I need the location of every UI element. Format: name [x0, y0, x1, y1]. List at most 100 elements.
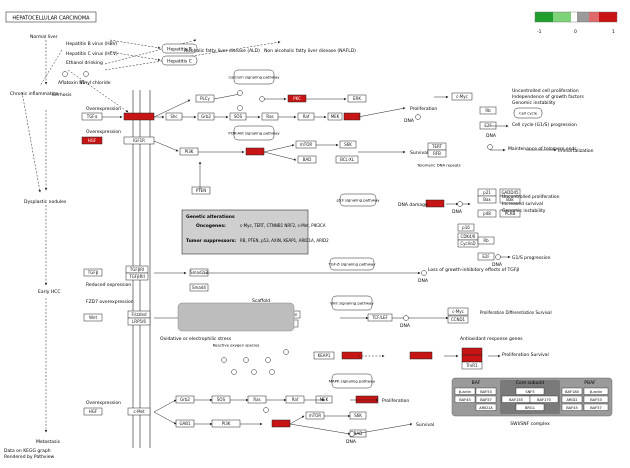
gene-node-e2f1[interactable]: E2F [479, 121, 497, 130]
swisnf-subunit[interactable]: SNF5 [515, 387, 545, 395]
pathway-box[interactable] [233, 69, 275, 85]
pathway-node[interactable]: MAPK signaling pathway [329, 373, 376, 389]
pathway-node[interactable]: Reactive oxygen species [208, 340, 264, 350]
gene-box[interactable] [271, 419, 291, 428]
gene-node-pi3k1[interactable]: PI3K [179, 147, 199, 156]
gene-box[interactable] [461, 361, 483, 370]
gene-box[interactable] [195, 94, 215, 103]
pathway-box[interactable] [331, 295, 373, 311]
gene-box[interactable] [81, 112, 103, 121]
gene-node-cdk46[interactable]: CDK4/6 [457, 232, 479, 241]
swisnf-box[interactable] [561, 395, 583, 403]
gene-box[interactable] [297, 112, 315, 121]
gene-node-sos1[interactable]: SOS [229, 112, 247, 121]
gene-node-pi3k2[interactable]: PI3K [211, 419, 241, 428]
pathway-node[interactable]: Cell cycle [513, 107, 543, 119]
gene-box[interactable] [305, 411, 325, 420]
gene-box[interactable] [175, 395, 195, 404]
swisnf-box[interactable] [529, 395, 559, 403]
gene-node-cmyc2[interactable]: c-Myc [447, 307, 469, 316]
swisnf-box[interactable] [561, 403, 583, 411]
gene-node-hgf[interactable]: HGF [81, 136, 103, 145]
gene-node-tcflef[interactable]: TCF/LEF [367, 313, 393, 322]
gene-box[interactable] [479, 121, 497, 130]
gene-node-nqo1[interactable] [461, 347, 483, 356]
gene-box[interactable] [347, 94, 367, 103]
swisnf-box[interactable] [583, 395, 609, 403]
gene-node-ras1[interactable]: Ras [261, 112, 279, 121]
swisnf-subunit[interactable]: BAF53 [583, 395, 609, 403]
gene-node-mek2[interactable]: MEK [315, 395, 333, 404]
swisnf-subunit[interactable]: BAF45 [454, 395, 476, 403]
swisnf-subunit[interactable]: BAF57 [583, 403, 609, 411]
gene-box[interactable] [427, 149, 447, 158]
gene-node-ras2[interactable]: Ras [247, 395, 267, 404]
gene-box[interactable] [477, 252, 495, 261]
gene-box[interactable] [229, 112, 247, 121]
gene-box[interactable] [165, 112, 183, 121]
gene-node-p48[interactable]: p48 [477, 209, 497, 218]
gene-node-erk2[interactable] [343, 112, 361, 121]
gene-box[interactable] [83, 407, 103, 416]
disease-hepatitis-b[interactable] [161, 43, 198, 54]
gene-node-trxr1[interactable]: TrxR1 [461, 361, 483, 370]
swisnf-box[interactable] [475, 395, 497, 403]
gene-node-tert[interactable]: TERT [427, 142, 447, 151]
gene-box[interactable] [451, 92, 473, 101]
disease-hepatitis-c[interactable] [161, 55, 198, 66]
gene-box[interactable] [499, 195, 521, 204]
gene-box[interactable] [447, 315, 469, 324]
pathway-box[interactable] [329, 257, 375, 271]
gene-box[interactable] [127, 407, 151, 416]
gene-node-raf1[interactable]: Raf [297, 112, 315, 121]
gene-box[interactable] [409, 351, 433, 360]
gene-box[interactable] [327, 112, 343, 121]
gene-node-akt[interactable] [245, 147, 265, 156]
gene-box[interactable] [245, 147, 265, 156]
gene-node-tgfa[interactable]: TGFα [81, 112, 103, 121]
gene-node-bad1[interactable]: BAD [297, 155, 317, 164]
swisnf-subunit[interactable]: BAF45 [561, 403, 583, 411]
gene-box[interactable] [461, 347, 483, 356]
gene-node-smad4[interactable]: Smad4 [189, 283, 209, 292]
disease-ald[interactable]: Alcoholic fatty liver disease (ALD) [184, 48, 260, 54]
gene-node-cmyc1[interactable]: c-Myc [451, 92, 473, 101]
swisnf-box[interactable] [515, 387, 545, 395]
swisnf-subunit[interactable]: β-actin [583, 387, 609, 395]
gene-node-gab1[interactable]: GAB1 [175, 419, 195, 428]
swisnf-subunit[interactable]: BAF155 [501, 395, 531, 403]
pathway-box[interactable] [233, 125, 275, 141]
gene-node-wnt[interactable]: Wnt [83, 313, 103, 322]
gene-node-ccnd1[interactable]: CCND1 [447, 315, 469, 324]
gene-node-erk1[interactable]: ERK [347, 94, 367, 103]
pathway-node[interactable]: p53 signaling pathway [336, 193, 380, 207]
pathway-node[interactable]: PI3K-Akt signaling pathway [228, 125, 280, 141]
gene-node-p53[interactable] [425, 199, 445, 208]
swisnf-subunit[interactable]: BAF57 [475, 395, 497, 403]
gene-node-keap1[interactable]: KEAP1 [313, 351, 335, 360]
swisnf-box[interactable] [515, 403, 545, 411]
gene-box[interactable] [295, 140, 317, 149]
swisnf-subunit[interactable]: BAF170 [529, 395, 559, 403]
gene-node-erk3[interactable] [355, 395, 379, 404]
gene-node-bak[interactable]: Bak [499, 195, 521, 204]
pathway-node[interactable]: Telomeric DNA repeats [416, 160, 460, 170]
gene-node-hgf2[interactable]: HGF [83, 407, 103, 416]
gene-box[interactable] [261, 112, 279, 121]
gene-node-tgfb[interactable]: TGFβ [83, 268, 103, 277]
gene-node-lrp56[interactable]: LRP5/6 [127, 317, 151, 326]
gene-node-bax[interactable]: Bax [477, 195, 497, 204]
gene-box[interactable] [477, 236, 495, 245]
gene-box[interactable] [125, 272, 149, 281]
gene-node-s6k1[interactable]: S6K [339, 140, 357, 149]
gene-node-mtor2[interactable]: mTOR [305, 411, 325, 420]
gene-box[interactable] [189, 268, 209, 277]
gene-node-pten[interactable]: PTEN [191, 186, 211, 195]
swisnf-box[interactable] [475, 387, 497, 395]
swisnf-box[interactable] [454, 395, 476, 403]
pathway-box[interactable] [513, 107, 543, 119]
gene-box[interactable] [339, 140, 357, 149]
swisnf-subunit[interactable]: BAF180 [561, 387, 583, 395]
disease-nafld[interactable]: Non alcoholic fatty liver disease (NAFLD… [264, 48, 356, 54]
swisnf-box[interactable] [454, 387, 476, 395]
